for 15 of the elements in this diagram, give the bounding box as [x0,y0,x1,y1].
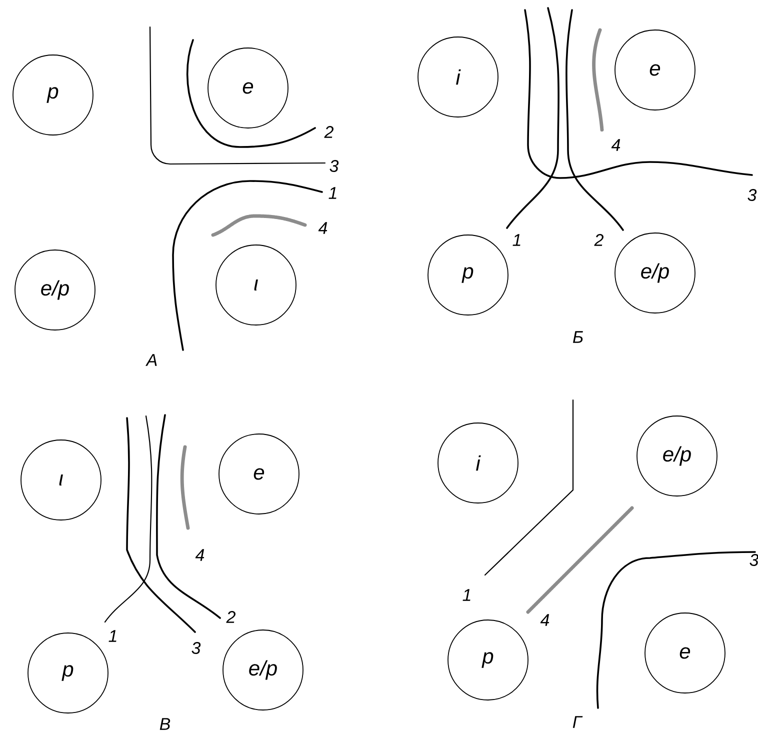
curve-number: Г [572,716,583,728]
curve-number: 4 [318,222,328,234]
curve-number: 2 [324,126,334,138]
curve-number: 4 [611,139,620,151]
curve-number: 3 [748,188,757,202]
curve-number: 4 [540,614,550,626]
curve-number: Б [573,331,583,343]
curve-number: 1 [462,589,470,601]
curve-number: 4 [195,549,204,561]
curve-number: 1 [328,187,336,199]
curve-number: 1 [108,630,116,642]
curve-number: В [160,718,170,730]
curve-number: А [146,354,157,366]
curve-number: 3 [192,642,201,654]
curve-number: 3 [330,160,339,172]
